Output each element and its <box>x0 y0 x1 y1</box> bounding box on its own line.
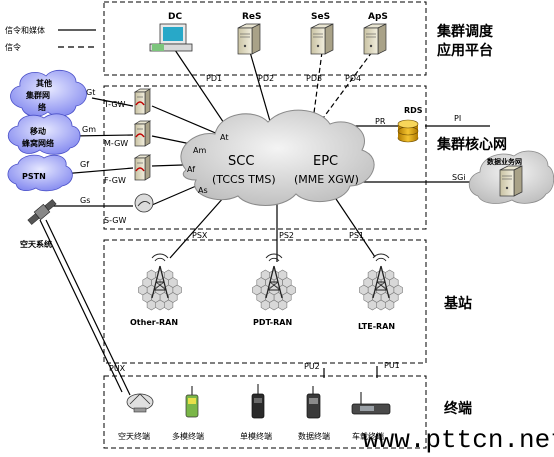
pux-label: PUX <box>109 364 126 373</box>
tgw-label: T-GW <box>103 100 126 109</box>
pstn-label: PSTN <box>22 172 46 181</box>
am-label: Am <box>193 146 206 155</box>
other-trunk-network: 其他 集群网 络 <box>10 69 87 117</box>
psx-label: PSX <box>192 231 208 240</box>
pu1-label: PU1 <box>384 361 400 370</box>
region-label-dispatch-1: 集群调度 <box>436 23 494 40</box>
tgw-gateway: T-GW <box>103 88 151 115</box>
epc-label: EPC <box>313 154 338 169</box>
pdt-ran: PDT-RAN <box>253 253 296 327</box>
mobile-network-label-1: 移动 <box>30 126 46 136</box>
connection-lines <box>39 49 490 396</box>
core-network-box <box>103 85 427 230</box>
data-terminal: 数据终端 <box>298 386 330 441</box>
sgi-label: SGi <box>452 173 466 182</box>
mobile-cellular-network: 移动 蜂窝网络 <box>7 113 81 155</box>
multi-terminal-label: 多模终端 <box>172 431 204 441</box>
fgw-label: F-GW <box>104 176 126 185</box>
lte-ran: LTE-RAN <box>358 253 403 331</box>
watermark-text: www.pttcn.net <box>363 425 554 455</box>
region-label-terminal: 终端 <box>444 400 472 417</box>
ps1-label: PS1 <box>349 231 364 240</box>
region-label-core: 集群核心网 <box>436 136 507 153</box>
pstn-network: PSTN <box>7 154 73 192</box>
epc-sub-label: (MME XGW) <box>294 173 359 186</box>
data-terminal-label: 数据终端 <box>298 431 330 441</box>
multi-mode-terminal: 多模终端 <box>172 386 204 441</box>
other-ran: Other-RAN <box>130 253 182 327</box>
ses-label: SeS <box>311 12 330 22</box>
sgw-label: S-GW <box>104 216 126 225</box>
res-label: ReS <box>242 12 262 22</box>
pd4-label: PD4 <box>345 74 361 83</box>
af-label: Af <box>187 165 195 174</box>
pd1-label: PD1 <box>206 74 222 83</box>
data-net-label: 数据业务网 <box>487 157 522 166</box>
scc-label: SCC <box>228 154 254 169</box>
vehicle-terminal: 车载终端 <box>351 392 391 441</box>
dispatch-platform-box <box>103 1 427 76</box>
rds-label: RDS <box>404 106 423 115</box>
single-mode-terminal: 单模终端 <box>240 384 272 441</box>
region-label-dispatch-2: 应用平台 <box>437 42 493 59</box>
other-ran-label: Other-RAN <box>130 318 178 327</box>
ps2-label: PS2 <box>279 231 294 240</box>
gf-label: Gf <box>80 160 89 169</box>
other-network-label-3: 络 <box>38 102 46 112</box>
lte-ran-label: LTE-RAN <box>358 322 395 331</box>
mgw-gateway: M-GW <box>104 120 151 148</box>
single-terminal-label: 单模终端 <box>240 431 272 441</box>
other-network-label-2: 集群网 <box>25 90 50 100</box>
data-service-network: 数据业务网 <box>468 150 554 204</box>
ses-server: SeS <box>310 12 334 55</box>
terminal-box <box>103 375 427 449</box>
pu2-label: PU2 <box>304 362 320 371</box>
res-server: ReS <box>237 12 262 55</box>
legend-signal-media-label: 信令和媒体 <box>5 25 45 35</box>
core-cloud: SCC (TCCS TMS) EPC (MME XGW) <box>180 109 375 206</box>
dc-label: DC <box>168 12 182 22</box>
aps-label: ApS <box>368 12 388 22</box>
legend: 信令和媒体 信令 <box>5 25 96 52</box>
dc-workstation: DC <box>149 12 193 52</box>
mgw-label: M-GW <box>104 139 128 148</box>
gm-label: Gm <box>82 125 96 134</box>
other-network-label-1: 其他 <box>36 78 52 88</box>
fgw-gateway: F-GW <box>104 154 151 185</box>
at-label: At <box>220 133 228 142</box>
as-label: As <box>198 186 208 195</box>
rds-database: RDS <box>397 106 423 143</box>
space-terminal: 空天终端 <box>118 393 154 441</box>
pd3-label: PD3 <box>306 74 322 83</box>
pr-label: PR <box>375 117 386 126</box>
pdt-ran-label: PDT-RAN <box>253 318 292 327</box>
gt-label: Gt <box>86 88 95 97</box>
region-label-base: 基站 <box>444 295 472 312</box>
base-station-box <box>103 239 427 364</box>
space-terminal-label: 空天终端 <box>118 431 150 441</box>
space-system-label: 空天系统 <box>20 239 52 249</box>
sgw-gateway: S-GW <box>104 193 154 225</box>
scc-sub-label: (TCCS TMS) <box>212 173 276 186</box>
pd2-label: PD2 <box>258 74 274 83</box>
legend-signal-label: 信令 <box>5 42 21 52</box>
space-system: 空天系统 <box>20 199 57 249</box>
pi-label: PI <box>454 114 461 123</box>
aps-server: ApS <box>363 12 388 55</box>
gs-label: Gs <box>80 196 90 205</box>
vehicle-terminal-label: 车载终端 <box>352 431 384 441</box>
mobile-network-label-2: 蜂窝网络 <box>22 138 54 148</box>
